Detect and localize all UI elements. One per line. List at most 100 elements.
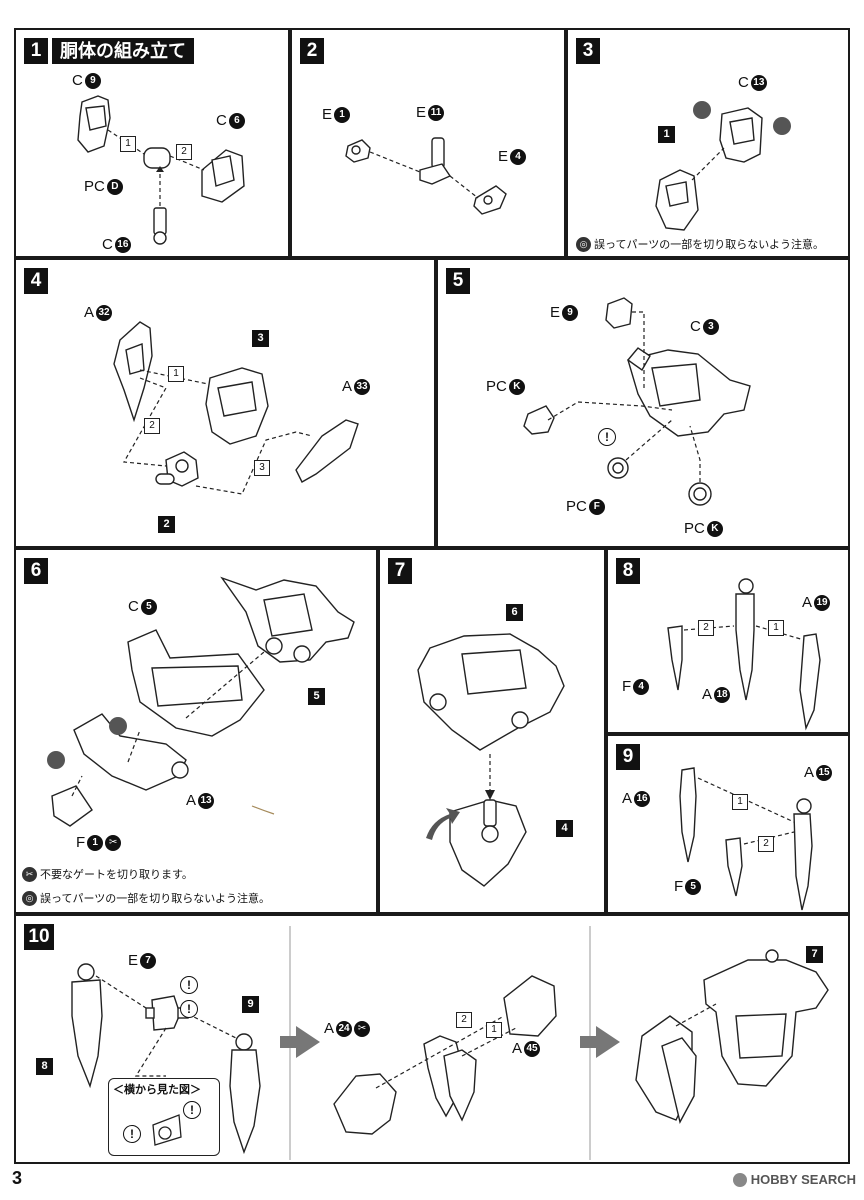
order-marker-1: 1 [120,136,136,152]
order-marker-2: 2 [176,144,192,160]
step-1-illustration [77,95,245,245]
rotate-arrow-icon [426,808,460,840]
careful-note: ◎ 誤ってパーツの一部を切り取らないよう注意。 [576,236,824,252]
order-marker-2: 2 [456,1012,472,1028]
step-7-panel: 7 6 4 [378,548,606,914]
side-view-illustration [152,1114,182,1146]
warning-icon: ! [598,428,616,446]
step-3-illustration [655,101,791,231]
warning-icon: ! [123,1125,141,1143]
order-marker-1: 1 [168,366,184,382]
step-7-illustration [417,633,565,887]
gate-cut-icon: ✂ [22,866,37,882]
gate-cut-icon: ✂ [105,835,122,851]
order-marker-2: 2 [144,418,160,434]
order-marker-1: 1 [732,794,748,810]
step-number: 2 [300,38,324,64]
ref-step-1: 1 [658,126,675,143]
step-number: 9 [616,744,640,770]
ref-step-7: 7 [806,946,823,963]
careful-icon: ◎ [22,890,37,906]
step-number: 1 [24,38,48,64]
order-marker-1: 1 [486,1022,502,1038]
warning-icon: ! [183,1101,201,1119]
warning-icon: ! [180,976,198,994]
logo-icon [732,1172,747,1187]
ref-step-2: 2 [158,516,175,533]
ref-step-8: 8 [36,1058,53,1075]
careful-icon [109,717,127,735]
step-2-illustration [345,137,507,215]
ref-step-6: 6 [506,604,523,621]
careful-icon: ◎ [576,236,591,252]
order-marker-3: 3 [254,460,270,476]
order-marker-2: 2 [758,836,774,852]
watermark-logo: HOBBY SEARCH [732,1172,856,1187]
page-number: 3 [12,1168,23,1188]
step-9-illustration [679,767,813,911]
ref-step-4: 4 [556,820,573,837]
step-number: 3 [576,38,600,64]
step-10-panel: 10 [14,914,850,1164]
careful-note: ◎ 誤ってパーツの一部を切り取らないよう注意。 [22,890,270,906]
ref-step-9: 9 [242,996,259,1013]
section-title: 胴体の組み立て [52,38,194,64]
step-number: 4 [24,268,48,294]
warning-icon: ! [180,1000,198,1018]
step-number: 5 [446,268,470,294]
step-number: 6 [24,558,48,584]
ref-step-5: 5 [308,688,325,705]
step-number: 8 [616,558,640,584]
step-8-illustration [667,578,821,731]
step-6-illustration [47,576,355,827]
order-marker-2: 2 [698,620,714,636]
side-view-inset: ＜横から見た図＞ ! ! [108,1078,220,1156]
gate-note: ✂ 不要なゲートを切り取ります。 [22,866,193,882]
step-number: 10 [24,924,54,950]
step-5-illustration [523,297,751,506]
ref-step-3: 3 [252,330,269,347]
step-10-illustration [71,926,829,1160]
gate-cut-icon [47,751,65,769]
step-4-illustration [113,321,359,495]
order-marker-1: 1 [768,620,784,636]
step-number: 7 [388,558,412,584]
gate-cut-icon: ✂ [354,1021,371,1037]
careful-icon [693,101,791,135]
